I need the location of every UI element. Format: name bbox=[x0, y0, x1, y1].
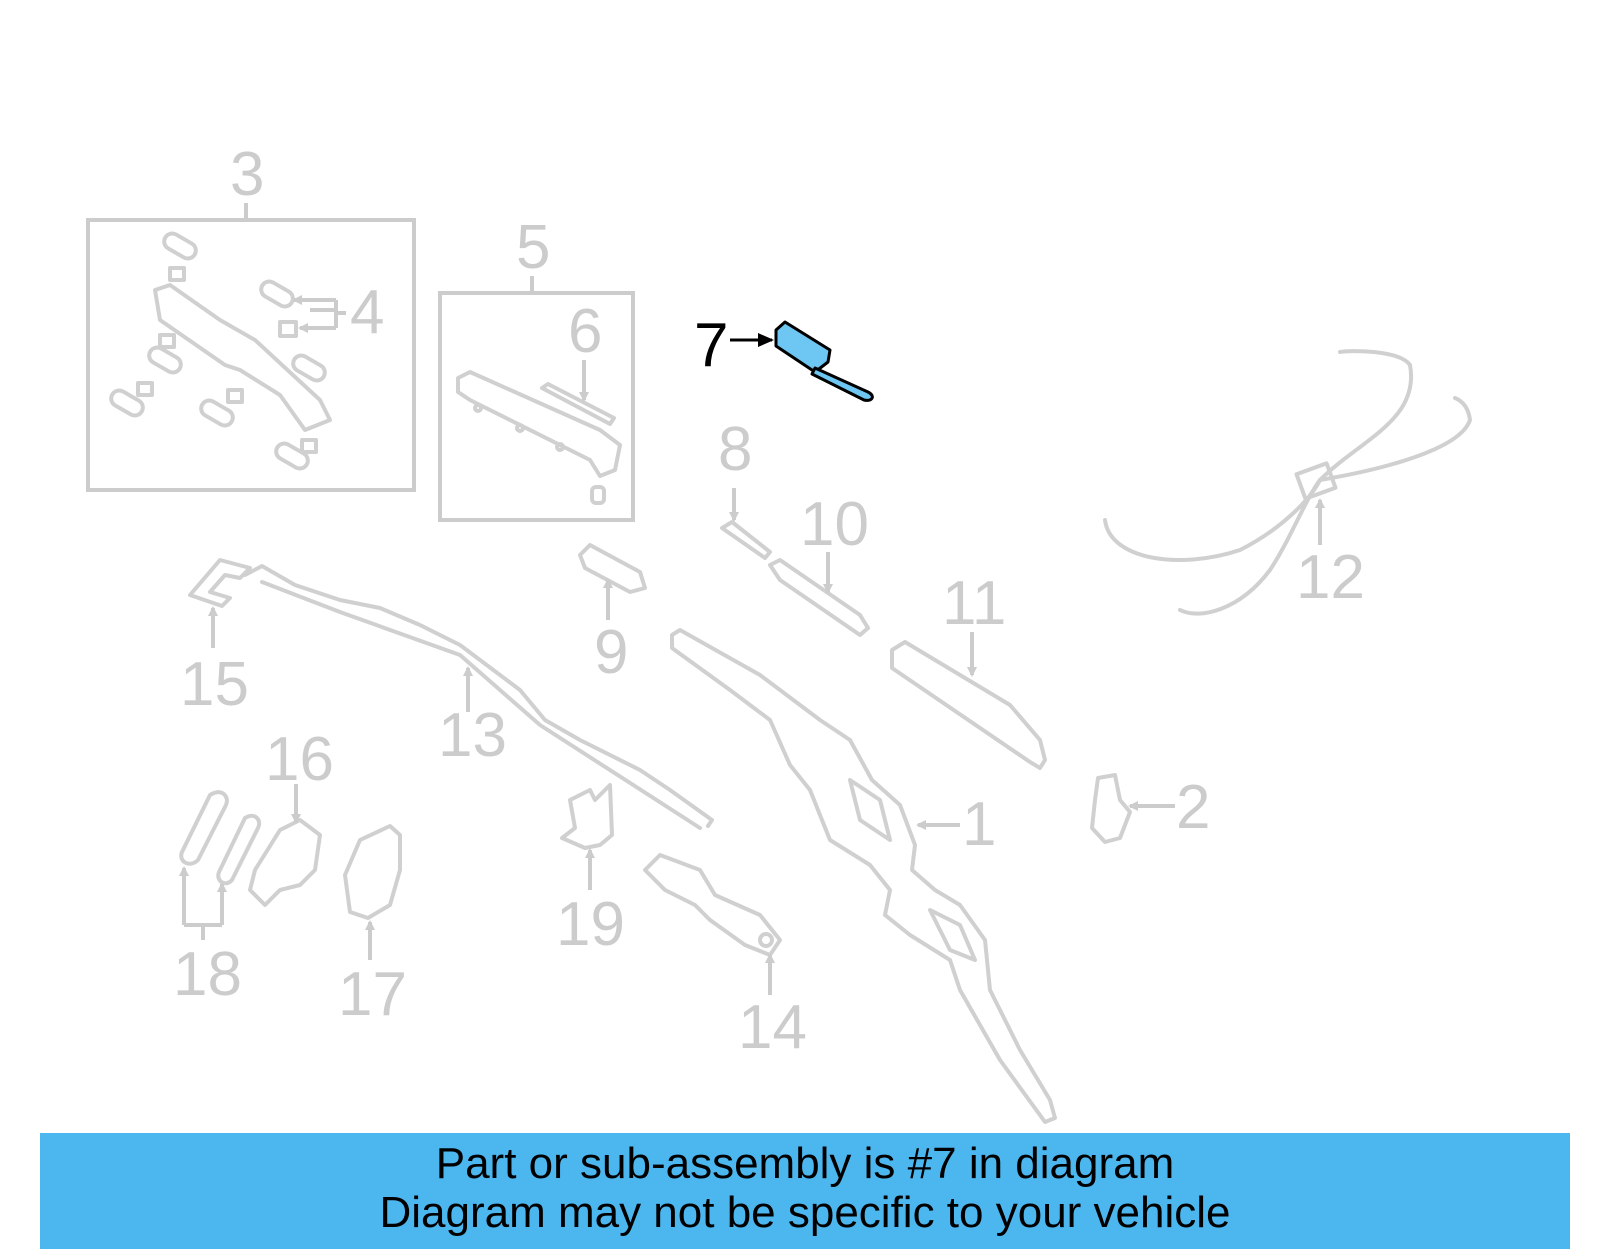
callout-13: 13 bbox=[438, 701, 507, 770]
part-8 bbox=[720, 488, 772, 560]
callout-18: 18 bbox=[173, 940, 242, 1009]
part-group-3 bbox=[86, 203, 416, 492]
callout-1: 1 bbox=[962, 790, 996, 859]
part-9 bbox=[578, 543, 647, 620]
part-15 bbox=[188, 558, 252, 648]
banner-line-2: Diagram may not be specific to your vehi… bbox=[379, 1188, 1231, 1237]
callout-17: 17 bbox=[338, 960, 407, 1029]
callout-16: 16 bbox=[265, 725, 334, 794]
callout-14: 14 bbox=[738, 993, 807, 1062]
callout-15: 15 bbox=[180, 650, 249, 719]
part-group-5 bbox=[438, 276, 635, 522]
callout-9: 9 bbox=[594, 618, 628, 687]
part-14 bbox=[643, 853, 782, 995]
part-19 bbox=[560, 783, 614, 890]
callout-10: 10 bbox=[800, 490, 869, 559]
part-18 bbox=[179, 790, 262, 940]
callout-4: 4 bbox=[350, 278, 384, 347]
callout-11: 11 bbox=[942, 569, 1006, 638]
part-7-highlighted bbox=[730, 320, 874, 402]
callout-8: 8 bbox=[718, 415, 752, 484]
info-banner: Part or sub-assembly is #7 in diagram Di… bbox=[40, 1133, 1570, 1249]
banner-line-1: Part or sub-assembly is #7 in diagram bbox=[435, 1139, 1175, 1188]
part-2 bbox=[1090, 773, 1175, 844]
callout-3: 3 bbox=[230, 140, 264, 209]
callout-5: 5 bbox=[516, 213, 550, 282]
part-13 bbox=[243, 564, 714, 830]
part-11 bbox=[890, 632, 1047, 770]
part-10 bbox=[768, 552, 870, 637]
part-17 bbox=[343, 824, 402, 960]
callout-6: 6 bbox=[568, 297, 602, 366]
callout-19: 19 bbox=[556, 890, 625, 959]
callout-2: 2 bbox=[1176, 773, 1210, 842]
part-16 bbox=[248, 784, 322, 907]
part-12 bbox=[1103, 349, 1472, 616]
callout-12: 12 bbox=[1296, 543, 1365, 612]
part-1 bbox=[670, 628, 1057, 1124]
callout-7: 7 bbox=[694, 311, 728, 380]
